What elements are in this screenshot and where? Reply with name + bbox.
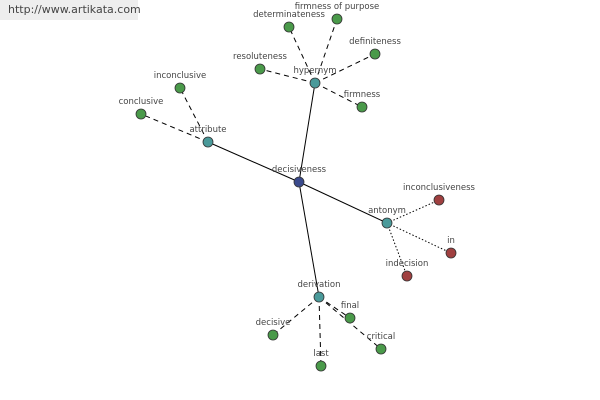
watermark-url: http://www.artikata.com bbox=[0, 0, 141, 20]
node-final[interactable] bbox=[344, 312, 356, 324]
edge-center-to-attribute bbox=[207, 141, 300, 183]
label-in: in bbox=[447, 236, 455, 246]
label-indecision: indecision bbox=[386, 259, 429, 269]
node-critical[interactable] bbox=[375, 343, 387, 355]
label-last: last bbox=[313, 349, 329, 359]
label-critical: critical bbox=[367, 332, 395, 342]
label-final: final bbox=[341, 301, 359, 311]
edge-hypernym-to-determinateness bbox=[288, 26, 316, 84]
edge-derivation-to-final bbox=[318, 296, 351, 319]
label-attribute: attribute bbox=[189, 125, 226, 135]
edge-attribute-to-inconclusive bbox=[179, 87, 209, 143]
edge-antonym-to-indecision bbox=[386, 222, 408, 277]
label-firmness-of-purpose: firmness of purpose bbox=[295, 2, 380, 12]
edge-antonym-to-in bbox=[386, 222, 452, 254]
edge-derivation-to-last bbox=[318, 296, 322, 367]
edge-hypernym-to-definiteness bbox=[314, 53, 376, 84]
node-inconclusiveness[interactable] bbox=[433, 194, 445, 206]
node-firmness-of-purpose[interactable] bbox=[331, 13, 343, 25]
edge-derivation-to-decisive bbox=[272, 296, 320, 336]
label-inconclusive: inconclusive bbox=[154, 71, 206, 81]
node-hypernym[interactable] bbox=[309, 77, 321, 89]
node-determinateness[interactable] bbox=[283, 21, 295, 33]
node-derivation[interactable] bbox=[313, 291, 325, 303]
node-attribute[interactable] bbox=[202, 136, 214, 148]
label-hypernym: hypernym bbox=[293, 66, 336, 76]
node-last[interactable] bbox=[315, 360, 327, 372]
label-antonym: antonym bbox=[368, 206, 406, 216]
node-firmness[interactable] bbox=[356, 101, 368, 113]
node-conclusive[interactable] bbox=[135, 108, 147, 120]
node-indecision[interactable] bbox=[401, 270, 413, 282]
edge-attribute-to-conclusive bbox=[140, 113, 209, 143]
label-resoluteness: resoluteness bbox=[233, 52, 288, 62]
label-firmness: firmness bbox=[344, 90, 381, 100]
graph-nodes bbox=[135, 13, 457, 372]
graph-edges bbox=[140, 18, 452, 367]
node-decisiveness[interactable] bbox=[293, 176, 305, 188]
node-definiteness[interactable] bbox=[369, 48, 381, 60]
edge-antonym-to-inconclusiveness bbox=[386, 199, 440, 224]
edge-hypernym-to-firmness-of-purpose bbox=[314, 18, 338, 84]
label-decisiveness: decisiveness bbox=[272, 165, 327, 175]
edge-center-to-antonym bbox=[298, 181, 388, 224]
label-inconclusiveness: inconclusiveness bbox=[403, 183, 476, 193]
edge-center-to-hypernym bbox=[298, 82, 316, 183]
label-derivation: derivation bbox=[297, 280, 340, 290]
node-inconclusive[interactable] bbox=[174, 82, 186, 94]
edge-center-to-derivation bbox=[298, 181, 320, 298]
label-definiteness: definiteness bbox=[349, 37, 401, 47]
edge-hypernym-to-resoluteness bbox=[259, 68, 316, 84]
node-decisive[interactable] bbox=[267, 329, 279, 341]
node-in[interactable] bbox=[445, 247, 457, 259]
label-conclusive: conclusive bbox=[119, 97, 164, 107]
node-resoluteness[interactable] bbox=[254, 63, 266, 75]
node-antonym[interactable] bbox=[381, 217, 393, 229]
label-decisive: decisive bbox=[256, 318, 291, 328]
label-determinateness: determinateness bbox=[253, 10, 325, 20]
